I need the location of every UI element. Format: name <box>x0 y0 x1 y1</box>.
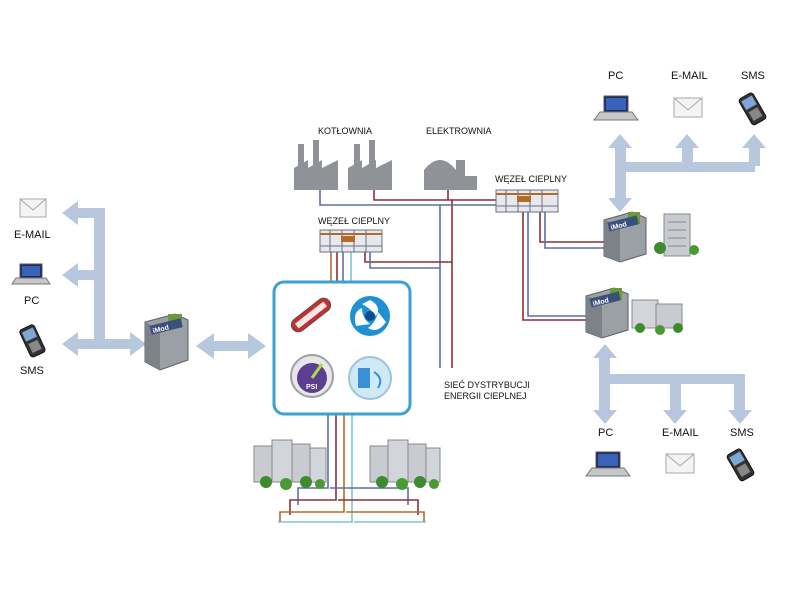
controller-top-right-icon: iMod <box>603 211 647 263</box>
left-sms-label: SMS <box>20 365 44 377</box>
substation-top-icon <box>495 189 559 213</box>
buildings-left-icon <box>253 439 327 490</box>
mobile-phone-icon <box>19 324 46 358</box>
bottom-right-sms-label: SMS <box>730 427 754 439</box>
top-right-envelope-icon <box>673 97 703 118</box>
controller-bottom-right-brand: iMod <box>592 297 610 308</box>
bottom-right-envelope-icon <box>665 453 695 474</box>
bottom-right-laptop-icon <box>585 451 631 477</box>
network-label-line1: SIEĆ DYSTRYBUCJI <box>444 380 530 390</box>
pipe-network <box>278 190 606 523</box>
top-right-pc-label: PC <box>608 70 623 82</box>
top-right-sms-label: SMS <box>741 70 765 82</box>
valve-actuator-icon <box>348 356 392 400</box>
buildings-right-icon <box>369 439 441 490</box>
sensor-panel <box>272 280 412 416</box>
bottom-right-email-label: E-MAIL <box>662 427 699 439</box>
controller-bottom-right-icon: iMod <box>585 287 629 339</box>
controller-top-right-brand: iMod <box>610 221 628 232</box>
apartment-buildings-icon <box>631 299 683 335</box>
substation-top-label: WĘZEŁ CIEPLNY <box>495 174 567 184</box>
top-right-notification-arrows <box>608 134 766 212</box>
laptop-icon <box>11 263 51 285</box>
pressure-gauge-icon: PSI <box>290 354 334 398</box>
boiler-room-label: KOTŁOWNIA <box>318 126 372 136</box>
bottom-right-mobile-phone-icon <box>726 448 755 482</box>
office-building-icon <box>654 213 699 257</box>
left-pc-label: PC <box>24 295 39 307</box>
pressure-gauge-text: PSI <box>306 384 317 391</box>
substation-center-icon <box>319 229 383 253</box>
power-plant-icon <box>424 160 477 190</box>
top-right-laptop-icon <box>593 95 639 121</box>
bottom-right-notification-arrows <box>593 344 752 424</box>
envelope-icon <box>19 198 47 218</box>
controller-left-icon: iMod <box>144 313 189 371</box>
substation-center-label: WĘZEŁ CIEPLNY <box>318 216 390 226</box>
top-right-mobile-phone-icon <box>738 92 767 126</box>
power-plant-label: ELEKTROWNIA <box>426 126 492 136</box>
flow-turbine-icon <box>350 296 390 336</box>
thermometer-icon <box>290 297 332 333</box>
factory-icon-2 <box>348 140 392 190</box>
controller-left-brand: iMod <box>152 324 170 335</box>
left-email-label: E-MAIL <box>14 229 51 241</box>
bottom-right-pc-label: PC <box>598 427 613 439</box>
left-notification-arrows <box>62 201 266 359</box>
top-right-email-label: E-MAIL <box>671 70 708 82</box>
factory-icon-1 <box>294 140 338 190</box>
network-label-line2: ENERGII CIEPLNEJ <box>444 391 527 401</box>
